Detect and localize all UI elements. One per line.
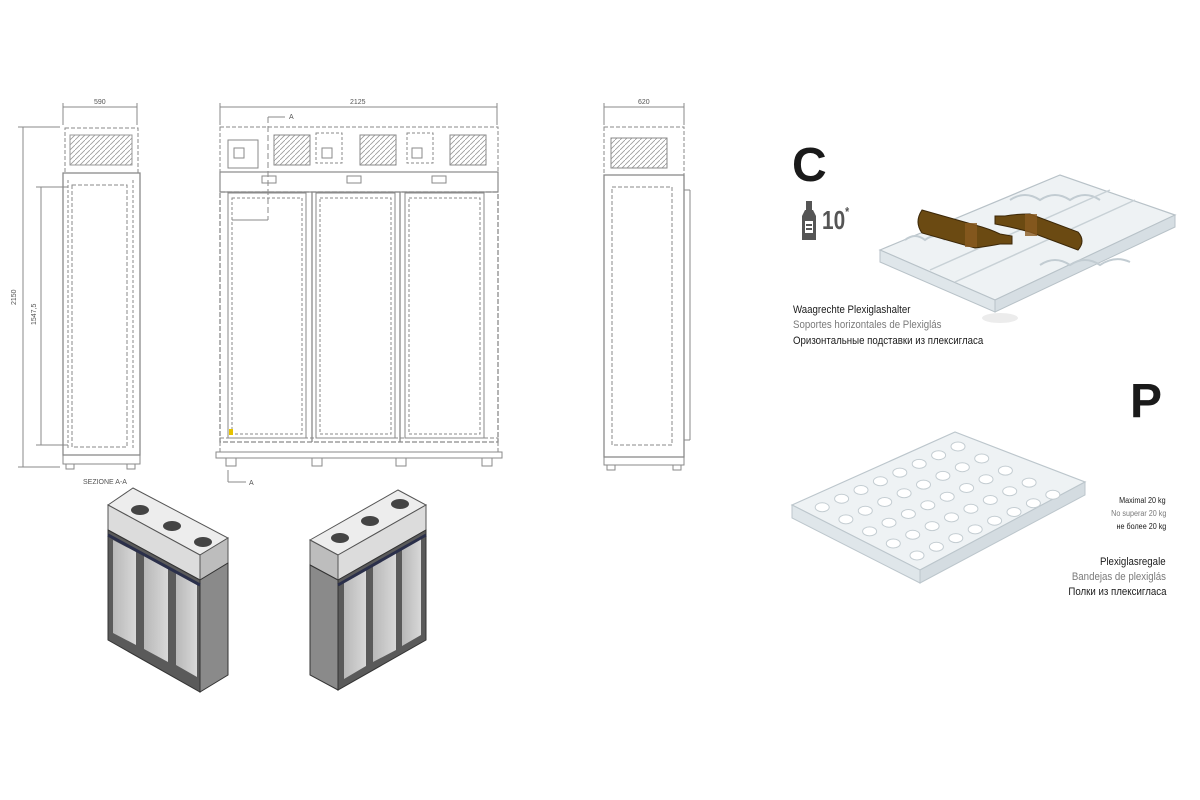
shelf-hole bbox=[857, 505, 873, 516]
shelf-hole bbox=[896, 488, 912, 499]
max-load-ru: не более 20 kg bbox=[1116, 522, 1166, 531]
shelf-hole bbox=[834, 493, 850, 504]
bottle-capacity: 10* bbox=[822, 204, 850, 235]
shelf-hole bbox=[963, 503, 979, 514]
shelf-hole bbox=[892, 467, 908, 478]
plexi-bottle-holder-image bbox=[878, 174, 1177, 323]
shelf-hole bbox=[974, 453, 990, 464]
accessory-p-label-es: Bandejas de plexiglás bbox=[1071, 571, 1166, 583]
bottle-capacity-value: 10 bbox=[822, 205, 846, 235]
max-load-de: Maximal 20 kg bbox=[1119, 496, 1166, 505]
side-width-dim: 590 bbox=[94, 99, 106, 106]
shelf-hole bbox=[853, 485, 869, 495]
wine-bottle-1 bbox=[917, 209, 1013, 249]
accessory-c-label-es: Soportes horizontales de Plexiglás bbox=[793, 319, 942, 331]
shelf-hole bbox=[982, 495, 998, 505]
shelf-hole bbox=[935, 470, 951, 481]
accessory-c-letter: C bbox=[792, 139, 827, 192]
shelf-hole bbox=[1002, 486, 1018, 497]
cabinet-isometric-right bbox=[308, 489, 428, 691]
shelf-hole bbox=[909, 550, 925, 561]
shelf-hole bbox=[814, 502, 830, 513]
shelf-hole bbox=[931, 450, 947, 461]
shelf-hole bbox=[877, 497, 893, 507]
shelf-hole bbox=[950, 441, 966, 452]
accessory-c-label-de: Waagrechte Plexiglashalter bbox=[793, 304, 911, 316]
cabinet-isometric-left bbox=[107, 487, 230, 693]
shelf-hole bbox=[900, 509, 916, 519]
shelf-hole bbox=[838, 514, 854, 525]
section-mark-top: A bbox=[289, 114, 294, 121]
shelf-hole bbox=[1021, 477, 1037, 488]
accessory-p-label-ru: Полки из плексигласа bbox=[1067, 586, 1166, 598]
shelf-hole bbox=[997, 465, 1013, 476]
wine-bottle-icon bbox=[800, 201, 818, 241]
side-view-drawing bbox=[18, 103, 141, 470]
shelf-hole bbox=[1006, 507, 1022, 517]
shelf-hole bbox=[911, 458, 927, 469]
front-view-drawing bbox=[215, 103, 503, 483]
shelf-hole bbox=[954, 462, 970, 473]
shelf-hole bbox=[1045, 489, 1061, 500]
plexi-shelf-image bbox=[790, 431, 1087, 584]
max-load-es: No superar 20 kg bbox=[1110, 509, 1166, 518]
shelf-hole bbox=[872, 476, 888, 487]
yellow-marker bbox=[229, 429, 233, 435]
shelf-hole bbox=[939, 491, 955, 502]
accessory-p-label-de: Plexiglasregale bbox=[1100, 556, 1166, 568]
section-label: SEZIONE A-A bbox=[83, 479, 127, 486]
shelf-hole bbox=[924, 521, 940, 532]
section-mark-bottom: A bbox=[249, 480, 254, 487]
side-inner-height-dim: 1547,5 bbox=[31, 303, 38, 325]
shelf-hole bbox=[967, 524, 983, 535]
shelf-hole bbox=[905, 529, 921, 540]
shelf-hole bbox=[959, 483, 975, 493]
shelf-hole bbox=[928, 541, 944, 552]
accessory-p-letter: P bbox=[1130, 375, 1163, 428]
rear-width-dim: 620 bbox=[638, 99, 650, 106]
rear-view-drawing bbox=[603, 103, 691, 471]
shelf-hole bbox=[987, 515, 1003, 526]
bottle-capacity-note: * bbox=[845, 204, 850, 219]
shelf-hole bbox=[920, 500, 936, 511]
shelf-hole bbox=[1025, 498, 1041, 509]
shelf-hole bbox=[948, 533, 964, 544]
side-height-dim: 2150 bbox=[11, 289, 18, 305]
wine-bottle-2 bbox=[994, 213, 1083, 251]
accessory-c-label-ru: Оризонтальные подставки из плексигласа bbox=[793, 335, 984, 347]
shelf-hole bbox=[862, 526, 878, 537]
front-width-dim: 2125 bbox=[350, 99, 366, 106]
shelf-hole bbox=[916, 479, 931, 490]
shelf-hole bbox=[881, 517, 897, 528]
shelf-hole bbox=[978, 474, 994, 485]
shelf-hole bbox=[885, 538, 901, 549]
shelf-hole bbox=[944, 512, 959, 523]
